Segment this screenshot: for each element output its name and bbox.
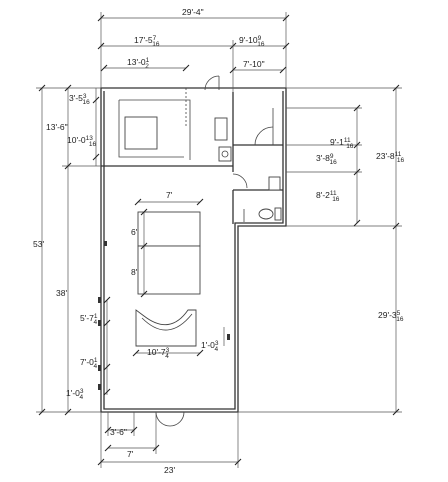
toilet-tank-icon [274,207,282,221]
door-swing-icon [232,173,248,189]
dim-door-small: 3'-6" [110,427,127,437]
curved-desk-icon [135,309,197,347]
door-swing-icon [204,75,220,91]
kitchen-room [118,88,232,162]
entry-door-icon [155,411,171,427]
door-swings [155,75,274,427]
sofa-cushion [137,245,201,295]
dim-sofa-width: 7' [166,190,173,200]
dimension-lines [36,12,402,468]
wall-markers [98,241,230,390]
dim-right-room-top: 7'-10" [243,59,265,69]
sofa-cushion [137,211,201,247]
sofa [137,211,201,295]
toilet-icon [258,208,274,220]
dim-top-overall: 29'-4" [182,7,204,17]
dim-entry: 7' [127,449,134,459]
counter [214,117,228,141]
entry-door-icon [169,411,185,427]
sink-icon [218,146,232,162]
dim-left-lower: 38' [56,288,67,298]
dim-left-overall: 53' [33,239,44,249]
dim-left-upper: 13'-6" [46,122,68,132]
dim-sofa-a: 6' [131,227,138,237]
kitchen-island [124,116,158,150]
dim-sofa-b: 8' [131,267,138,277]
sink-basin-icon [221,150,229,158]
bathroom [243,176,282,222]
door-swing-icon [254,126,274,146]
dim-bottom-overall: 23' [164,465,175,475]
bath-sink-icon [268,176,281,191]
